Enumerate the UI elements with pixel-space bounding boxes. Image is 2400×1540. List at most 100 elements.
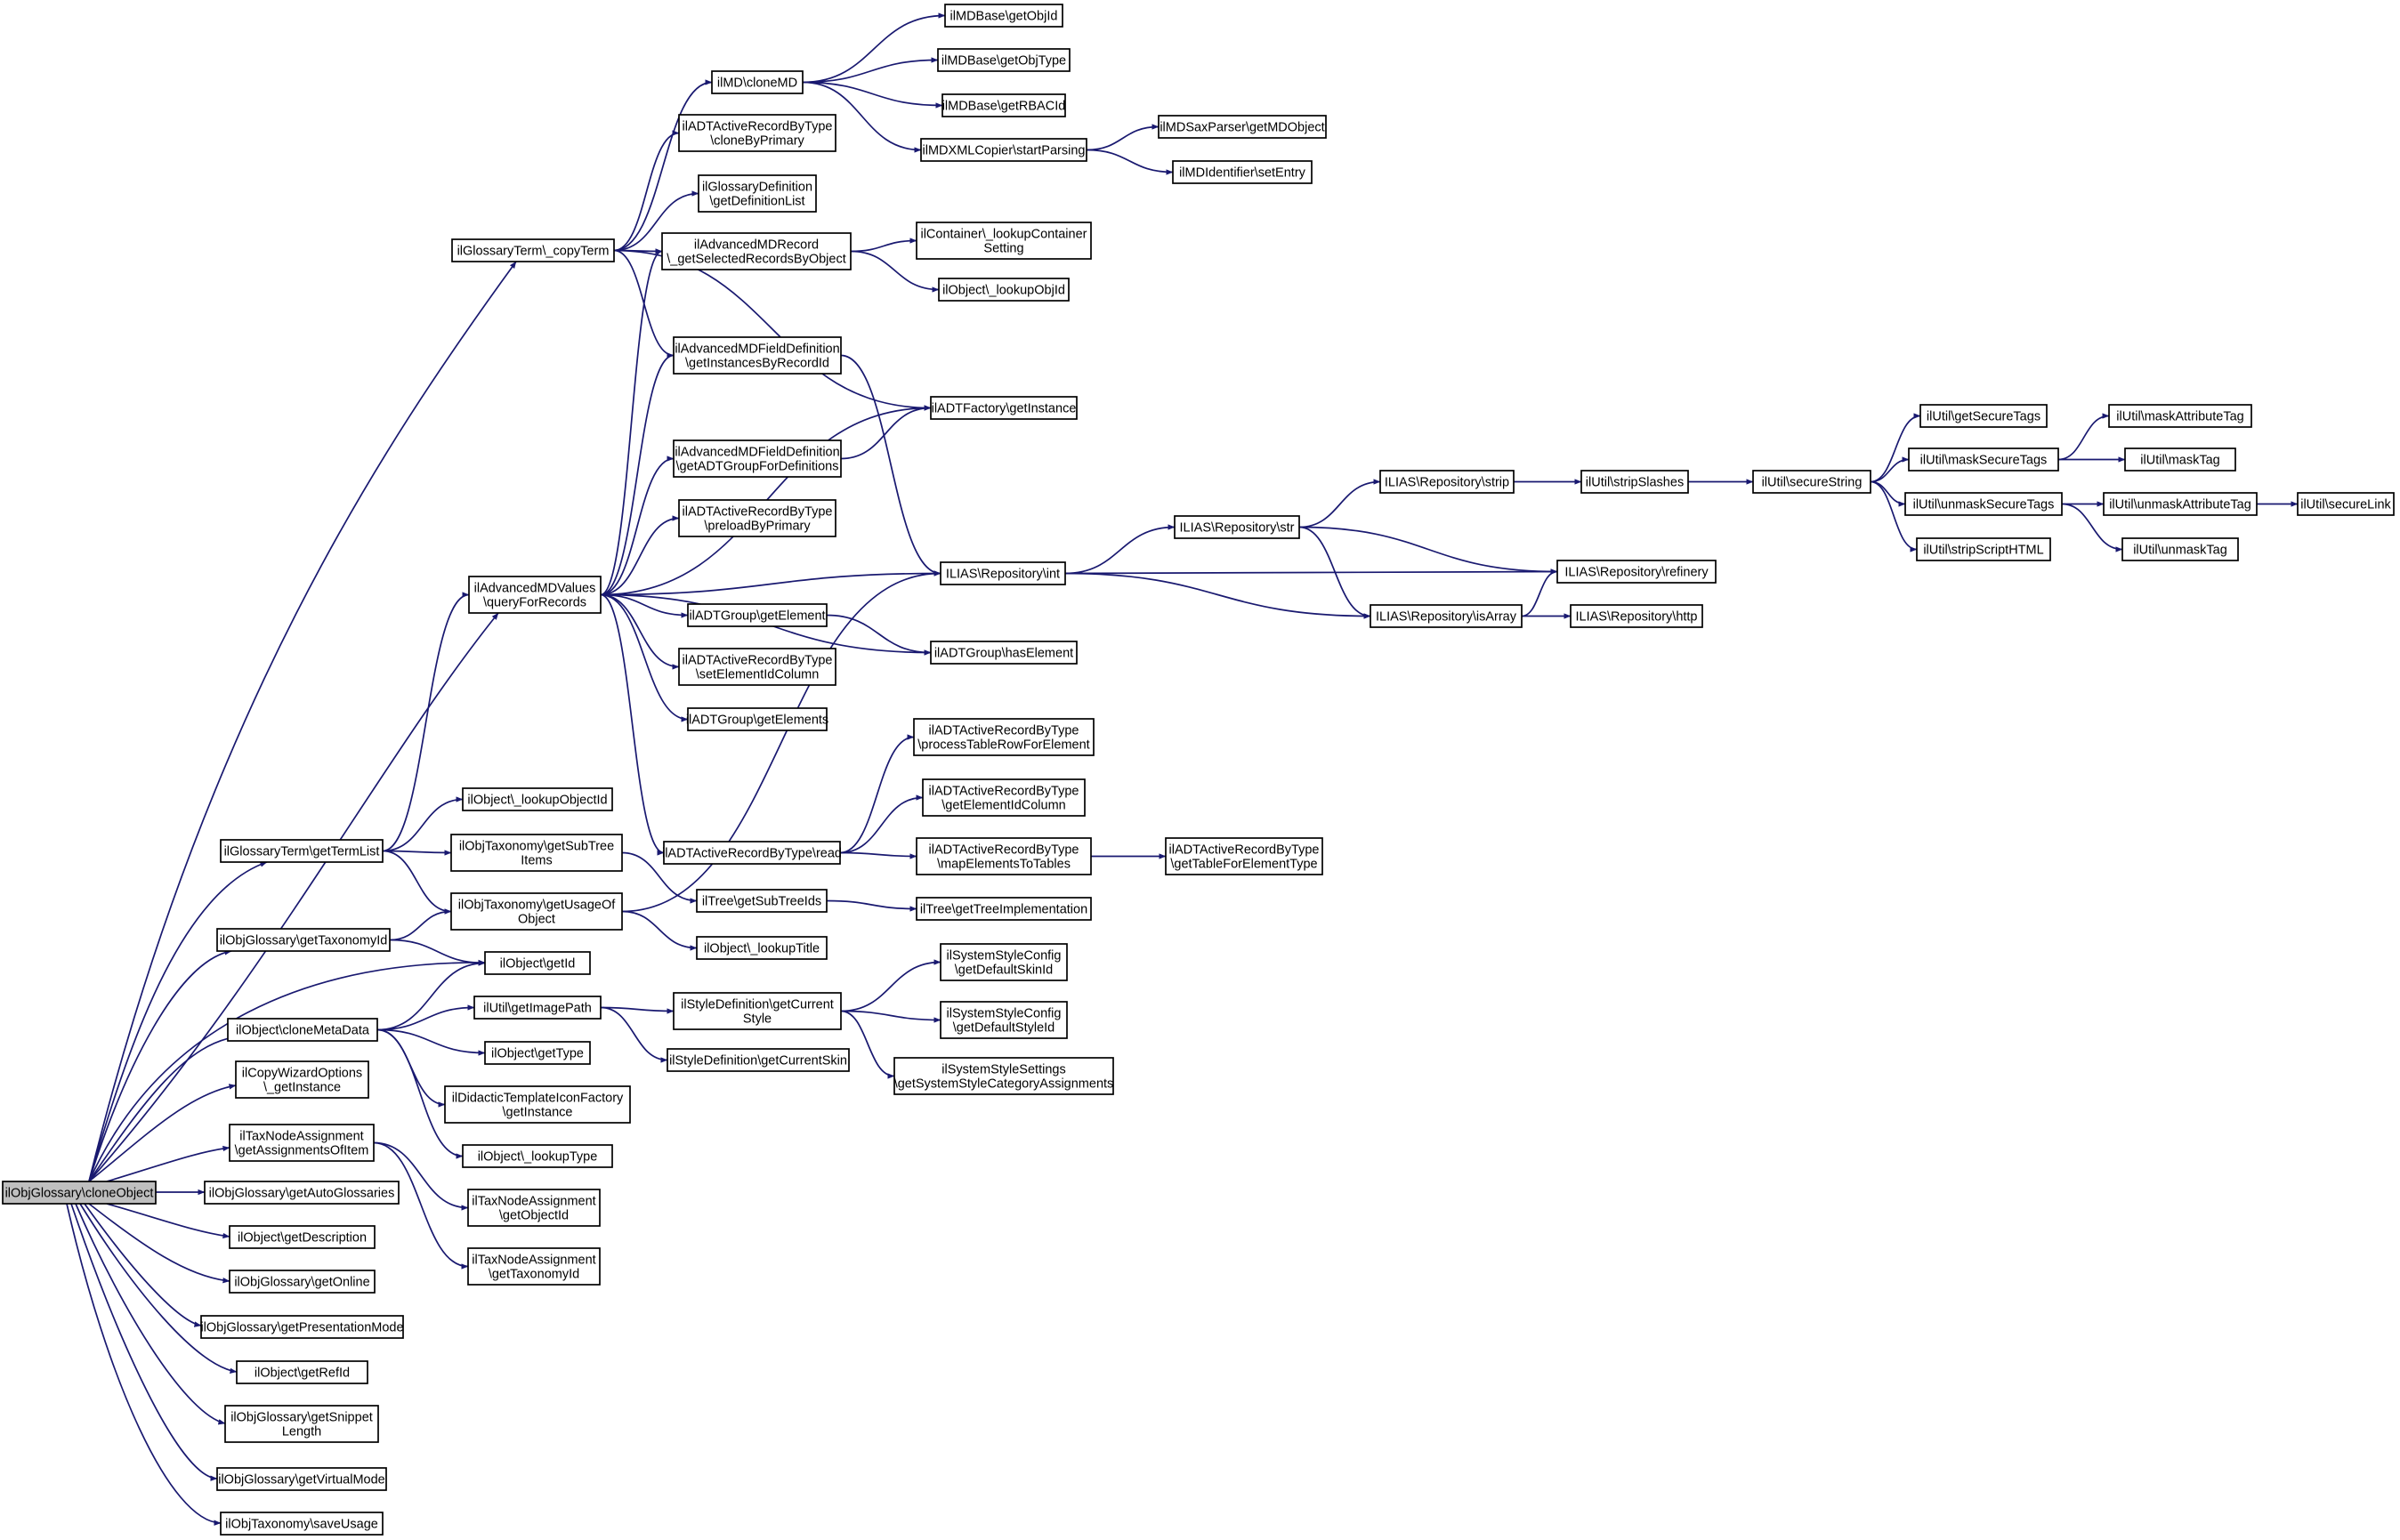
function-node[interactable]: ilUtil\unmaskTag [2121, 537, 2239, 561]
function-node[interactable]: ilTaxNodeAssignment\getObjectId [467, 1189, 601, 1227]
function-node[interactable]: ilObjGlossary\getVirtualMode [216, 1467, 387, 1491]
function-node[interactable]: ilGlossaryTerm\_copyTerm [451, 238, 615, 262]
function-node[interactable]: ilStyleDefinition\getCurrentSkin [667, 1048, 850, 1072]
node-box [1752, 470, 1871, 494]
function-node[interactable]: ilUtil\getImagePath [473, 996, 602, 1020]
function-node[interactable]: ilObject\getDescription [229, 1225, 376, 1249]
function-node[interactable]: ilADTActiveRecordByType\getTableForEleme… [1165, 837, 1323, 875]
function-node[interactable]: ilMDSaxParser\getMDObject [1158, 115, 1327, 139]
function-node[interactable]: ilObject\_lookupTitle [696, 936, 828, 960]
function-node[interactable]: ilADTGroup\hasElement [930, 641, 1078, 665]
function-node[interactable]: ilUtil\unmaskAttributeTag [2103, 492, 2258, 516]
node-box [2108, 404, 2252, 428]
function-node[interactable]: ilUtil\secureString [1752, 470, 1871, 494]
call-edge-n16-n37 [802, 57, 939, 84]
root-function-node[interactable]: ilObjGlossary\cloneObject [2, 1181, 157, 1205]
function-node[interactable]: ilMDBase\getRBACId [941, 93, 1066, 117]
call-edge-n5-n29 [376, 960, 486, 1031]
node-label: ilObject\getDescription [238, 1231, 367, 1246]
node-box [1158, 115, 1327, 139]
call-edge-n69-n74 [2061, 503, 2123, 552]
function-node[interactable]: ILIAS\Repository\http [1570, 604, 1703, 628]
function-node[interactable]: ilUtil\stripSlashes [1580, 470, 1689, 494]
function-node[interactable]: ILIAS\Repository\strip [1379, 470, 1515, 494]
node-label: ilADTGroup\getElement [689, 609, 825, 624]
function-node[interactable]: ilObject\getId [484, 951, 591, 975]
function-node[interactable]: ilADTGroup\getElements [686, 707, 828, 731]
function-node[interactable]: ilUtil\maskSecureTags [1908, 447, 2059, 472]
node-box [2, 1181, 157, 1205]
call-edge-n2-n20 [600, 352, 675, 596]
function-node[interactable]: ilMD\cloneMD [711, 70, 804, 94]
function-node[interactable]: ilUtil\secureLink [2297, 492, 2395, 516]
function-node[interactable]: ilObject\cloneMetaData [227, 1018, 378, 1042]
function-node[interactable]: ilADTActiveRecordByType\read [662, 841, 842, 865]
function-node[interactable]: ilMDBase\getObjId [944, 4, 1063, 28]
function-node[interactable]: ilObjGlossary\getOnline [229, 1270, 376, 1294]
function-node[interactable]: ilAdvancedMDRecord\_getSelectedRecordsBy… [661, 232, 852, 270]
function-node[interactable]: ilAdvancedMDFieldDefinition\getInstances… [673, 336, 842, 375]
function-node[interactable]: ilSystemStyleConfig\getDefaultStyleId [940, 1001, 1068, 1039]
node-box [1580, 470, 1689, 494]
function-node[interactable]: ilMDBase\getObjType [937, 48, 1071, 72]
function-node[interactable]: ILIAS\Repository\int [940, 561, 1066, 585]
call-edge-n7-n35 [373, 1141, 469, 1270]
function-node[interactable]: ilADTActiveRecordByType\preloadByPrimary [678, 499, 836, 537]
function-node[interactable]: ilTree\getSubTreeIds [696, 889, 828, 913]
node-label: ilDidacticTemplateIconFactory [452, 1092, 624, 1106]
function-node[interactable]: ilSystemStyleConfig\getDefaultSkinId [940, 943, 1068, 981]
node-box [916, 897, 1092, 921]
function-node[interactable]: ilObjTaxonomy\saveUsage [220, 1512, 384, 1536]
node-box [200, 1315, 404, 1339]
function-node[interactable]: ilSystemStyleSettings\getSystemStyleCate… [893, 1057, 1114, 1095]
call-edge-n0-n4 [88, 949, 232, 1182]
function-node[interactable]: ilObjGlossary\getTaxonomyId [216, 928, 391, 952]
function-node[interactable]: ilADTActiveRecordByType\mapElementsToTab… [916, 837, 1092, 875]
function-node[interactable]: ilDidacticTemplateIconFactory\getInstanc… [444, 1085, 631, 1124]
node-box [930, 641, 1078, 665]
node-box [913, 718, 1095, 756]
function-node[interactable]: ilAdvancedMDValues\queryForRecords [468, 576, 602, 614]
function-node[interactable]: ilObject\_lookupObjectId [462, 787, 613, 811]
node-label: \getInstancesByRecordId [685, 357, 829, 371]
node-label: \getTableForElementType [1170, 858, 1317, 872]
function-node[interactable]: ilObjGlossary\getAutoGlossaries [204, 1181, 400, 1205]
function-node[interactable]: ilUtil\maskAttributeTag [2108, 404, 2252, 428]
function-node[interactable]: ilUtil\getSecureTags [1919, 404, 2048, 428]
function-node[interactable]: ilTaxNodeAssignment\getTaxonomyId [467, 1247, 601, 1286]
function-node[interactable]: ilObject\getType [484, 1041, 591, 1065]
function-node[interactable]: ilADTActiveRecordByType\cloneByPrimary [678, 114, 836, 152]
function-node[interactable]: ilObject\_lookupObjId [938, 278, 1070, 302]
function-node[interactable]: ilGlossaryTerm\getTermList [220, 839, 384, 863]
function-node[interactable]: ilUtil\maskTag [2124, 447, 2236, 472]
function-node[interactable]: ilADTActiveRecordByType\processTableRowF… [913, 718, 1095, 756]
node-label: \getElementIdColumn [941, 799, 1065, 813]
function-node[interactable]: ilTaxNodeAssignment\getAssignmentsOfItem [229, 1124, 375, 1162]
function-node[interactable]: ilObject\_lookupType [462, 1144, 613, 1168]
function-node[interactable]: ilADTActiveRecordByType\setElementIdColu… [678, 648, 836, 686]
function-node[interactable]: ilMDIdentifier\setEntry [1172, 160, 1313, 184]
function-node[interactable]: ilObjGlossary\getPresentationMode [200, 1315, 404, 1339]
function-node[interactable]: ilMDXMLCopier\startParsing [920, 138, 1087, 162]
node-box [450, 892, 623, 931]
function-node[interactable]: ilObject\getRefId [236, 1360, 368, 1384]
function-node[interactable]: ilAdvancedMDFieldDefinition\getADTGroupF… [673, 439, 842, 478]
function-node[interactable]: ilTree\getTreeImplementation [916, 897, 1092, 921]
function-node[interactable]: ILIAS\Repository\refinery [1556, 560, 1717, 584]
function-node[interactable]: ILIAS\Repository\str [1174, 515, 1300, 539]
function-node[interactable]: ilCopyWizardOptions\_getInstance [235, 1060, 369, 1099]
function-node[interactable]: ILIAS\Repository\isArray [1370, 604, 1523, 628]
function-node[interactable]: ilADTActiveRecordByType\getElementIdColu… [922, 778, 1086, 817]
function-node[interactable]: ilGlossaryDefinition\getDefinitionList [698, 174, 817, 213]
node-box [940, 943, 1068, 981]
function-node[interactable]: ilUtil\unmaskSecureTags [1904, 492, 2063, 516]
function-node[interactable]: ilADTGroup\getElement [687, 603, 828, 627]
function-node[interactable]: ilUtil\stripScriptHTML [1916, 537, 2051, 561]
call-edge-n3-n28 [382, 850, 452, 915]
function-node[interactable]: ilADTFactory\getInstance [930, 396, 1078, 420]
